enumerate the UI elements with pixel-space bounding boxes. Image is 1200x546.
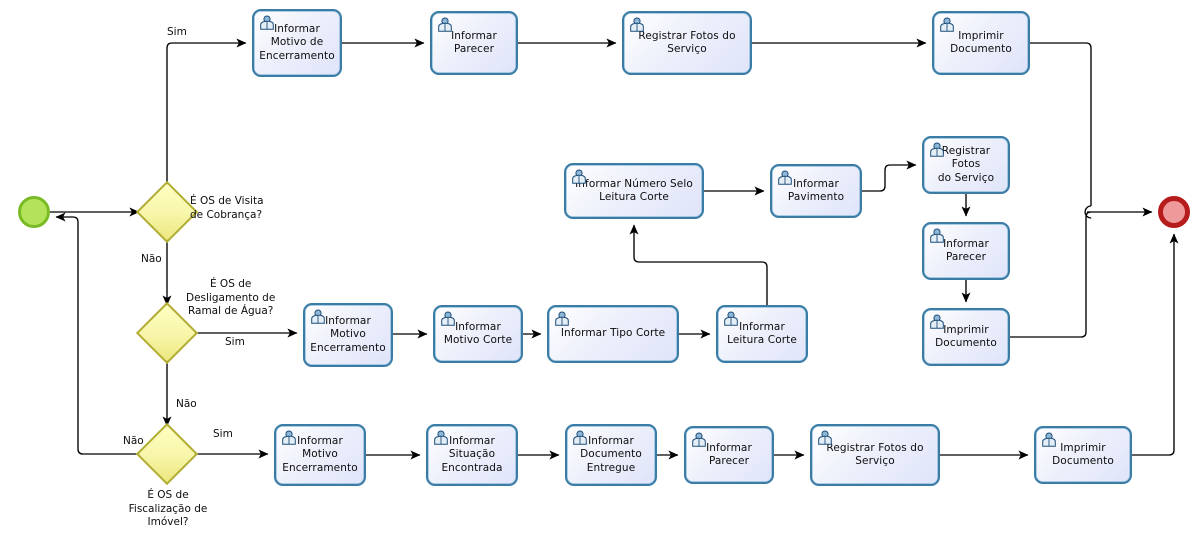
- user-task-icon: [281, 430, 297, 445]
- task-label: Informar Parecer: [706, 441, 752, 468]
- flow-label-nao-3: Não: [123, 435, 144, 447]
- task-informar-parecer-1[interactable]: Informar Parecer: [430, 11, 518, 75]
- task-label: Informar Motivo Encerramento: [310, 314, 386, 354]
- task-label: Informar Parecer: [451, 29, 497, 56]
- user-task-icon: [929, 142, 945, 157]
- edge-gw1-t1: [166, 38, 247, 192]
- task-registrar-fotos-do-servico-1[interactable]: Registrar Fotos do Serviço: [622, 11, 752, 75]
- task-informar-pavimento[interactable]: Informar Pavimento: [770, 164, 862, 218]
- user-task-icon: [817, 430, 833, 445]
- user-task-icon: [433, 430, 449, 445]
- task-informar-motivo-encerramento-1[interactable]: Informar Motivo Encerramento: [303, 303, 393, 367]
- flow-label-sim-1: Sim: [167, 26, 187, 38]
- task-registrar-fotos-do-servico-2[interactable]: Registrar Fotos do Serviço: [922, 136, 1010, 194]
- task-informar-documento-entregue[interactable]: Informar Documento Entregue: [565, 424, 657, 486]
- task-informar-tipo-corte[interactable]: Informar Tipo Corte: [547, 305, 679, 363]
- edge-t9-merge: [1010, 211, 1092, 338]
- task-label: Imprimir Documento: [935, 323, 997, 350]
- user-task-icon: [554, 311, 570, 326]
- task-informar-situacao-encontrada[interactable]: Informar Situação Encontrada: [426, 424, 518, 486]
- task-informar-numero-selo-leitura-corte[interactable]: Informar Número Selo Leitura Corte: [564, 163, 704, 219]
- start-event[interactable]: [18, 196, 50, 228]
- user-task-icon: [929, 228, 945, 243]
- edge-t4-down: [1030, 42, 1092, 219]
- task-label: Informar Documento Entregue: [580, 434, 642, 474]
- user-task-icon: [259, 15, 275, 30]
- user-task-icon: [571, 169, 587, 184]
- task-label: Informar Motivo de Encerramento: [259, 22, 335, 62]
- flow-label-nao-2: Não: [176, 398, 197, 410]
- task-label: Informar Tipo Corte: [560, 327, 666, 340]
- task-label: Informar Situação Encontrada: [441, 434, 503, 474]
- task-imprimir-documento-2[interactable]: Imprimir Documento: [922, 308, 1010, 366]
- edge-gw3-start-loopback: [55, 212, 145, 455]
- task-informar-motivo-corte[interactable]: Informar Motivo Corte: [433, 305, 523, 363]
- user-task-icon: [929, 314, 945, 329]
- edge-t19-end: [1132, 233, 1179, 456]
- task-label: Registrar Fotos do Serviço: [937, 144, 995, 184]
- user-task-icon: [310, 309, 326, 324]
- task-imprimir-documento-1[interactable]: Imprimir Documento: [932, 11, 1030, 75]
- task-label: Informar Número Selo Leitura Corte: [575, 177, 693, 204]
- task-imprimir-documento-3[interactable]: Imprimir Documento: [1034, 426, 1132, 484]
- user-task-icon: [629, 17, 645, 32]
- task-informar-parecer-2[interactable]: Informar Parecer: [922, 222, 1010, 280]
- gateway-desligamento-ramal-agua-label: É OS de Desligamento de Ramal de Água?: [186, 278, 276, 317]
- task-registrar-fotos-do-servico-3[interactable]: Registrar Fotos do Serviço: [810, 424, 940, 486]
- edge-t13-t5: [629, 224, 768, 305]
- task-informar-leitura-corte[interactable]: Informar Leitura Corte: [716, 305, 808, 363]
- gateway-fiscalizacao-imovel-label: É OS de Fiscalização de Imóvel?: [128, 489, 208, 528]
- task-label: Informar Pavimento: [787, 177, 845, 204]
- task-label: Imprimir Documento: [950, 29, 1012, 56]
- task-label: Registrar Fotos do Serviço: [826, 441, 924, 468]
- user-task-icon: [437, 17, 453, 32]
- task-label: Informar Motivo Encerramento: [282, 434, 358, 474]
- user-task-icon: [572, 430, 588, 445]
- user-task-icon: [691, 432, 707, 447]
- flow-label-sim-3: Sim: [213, 428, 233, 440]
- task-label: Registrar Fotos do Serviço: [638, 29, 736, 56]
- task-informar-motivo-encerramento-2[interactable]: Informar Motivo Encerramento: [274, 424, 366, 486]
- gateway-visita-cobranca-label: É OS de Visita de Cobrança?: [190, 195, 264, 221]
- task-label: Imprimir Documento: [1052, 441, 1114, 468]
- end-event[interactable]: [1158, 196, 1190, 228]
- task-label: Informar Motivo Corte: [443, 320, 513, 347]
- user-task-icon: [777, 170, 793, 185]
- task-informar-parecer-3[interactable]: Informar Parecer: [684, 426, 774, 484]
- flow-label-nao-1: Não: [141, 253, 162, 265]
- user-task-icon: [939, 17, 955, 32]
- user-task-icon: [723, 311, 739, 326]
- task-label: Informar Leitura Corte: [727, 320, 797, 347]
- edge-t6-t7: [862, 160, 917, 192]
- task-informar-motivo-de-encerramento[interactable]: Informar Motivo de Encerramento: [252, 9, 342, 77]
- user-task-icon: [440, 311, 456, 326]
- user-task-icon: [1041, 432, 1057, 447]
- flow-label-sim-2: Sim: [225, 336, 245, 348]
- task-label: Informar Parecer: [943, 237, 989, 264]
